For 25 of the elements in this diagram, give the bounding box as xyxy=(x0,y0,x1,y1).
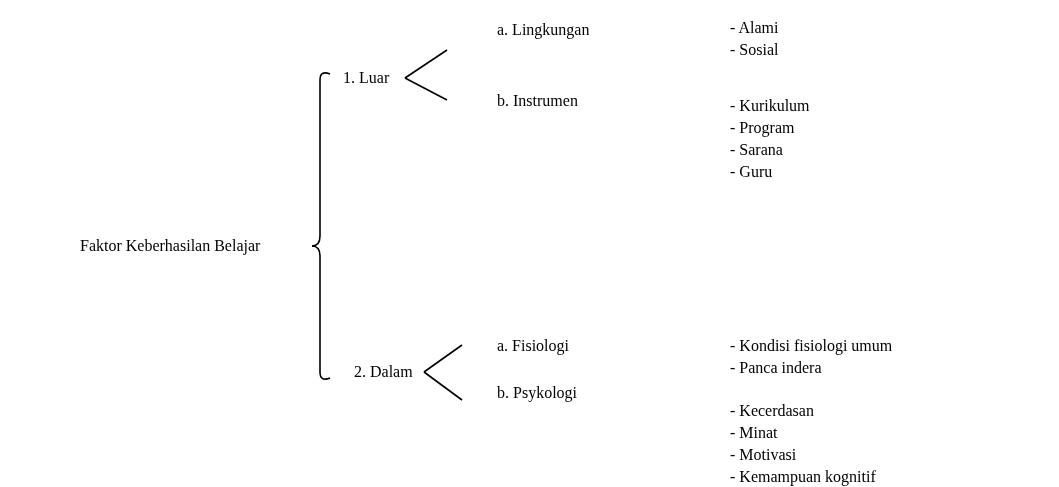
list-item: - Kondisi fisiologi umum xyxy=(730,337,893,355)
branch-line xyxy=(423,371,463,401)
curly-brace xyxy=(311,72,331,247)
branch-line xyxy=(404,77,448,101)
category-text: a. Lingkungan xyxy=(497,21,590,39)
list-item: - Minat xyxy=(730,424,778,442)
category-text: 2. Dalam xyxy=(354,363,413,381)
list-item: - Program xyxy=(730,119,795,137)
category-text: Faktor Keberhasilan Belajar xyxy=(80,237,261,255)
branch-line xyxy=(423,344,463,373)
list-item: - Sosial xyxy=(730,41,779,59)
list-item: - Sarana xyxy=(730,141,783,159)
category-text: 1. Luar xyxy=(343,69,390,87)
category-text: a. Fisiologi xyxy=(497,337,569,355)
category-text: b. Instrumen xyxy=(497,92,578,110)
list-item: - Kurikulum xyxy=(730,97,810,115)
list-item: - Guru xyxy=(730,163,773,181)
list-item: - Alami xyxy=(730,19,779,37)
list-item: - Panca indera xyxy=(730,359,822,377)
list-item: - Kecerdasan xyxy=(730,402,814,420)
list-item: - Kemampuan kognitif xyxy=(730,468,876,486)
category-text: b. Psykologi xyxy=(497,384,577,402)
list-item: - Motivasi xyxy=(730,446,797,464)
curly-brace xyxy=(311,245,331,380)
branch-line xyxy=(404,49,448,79)
